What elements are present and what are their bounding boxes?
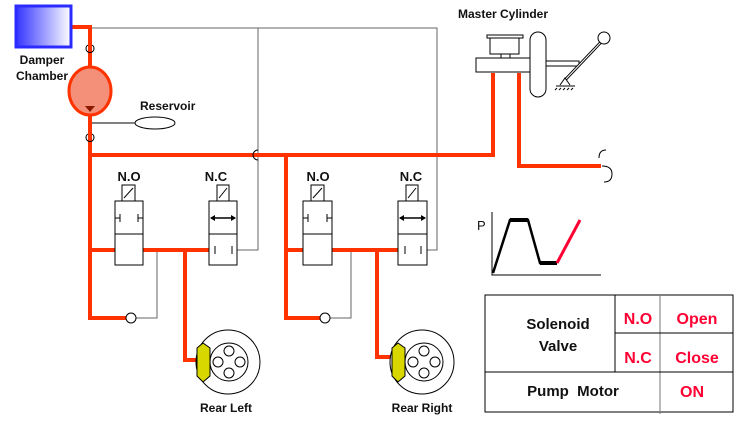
- check-valve-icon: [85, 44, 613, 324]
- rear-right-label: Rear Right: [392, 401, 453, 415]
- return-lines: [90, 27, 438, 319]
- nc-state: Close: [675, 350, 719, 367]
- nc-label: N.C: [624, 350, 652, 367]
- damper-label-2: Chamber: [16, 69, 68, 83]
- valve-left-no: [114, 184, 144, 266]
- master-cylinder-label: Master Cylinder: [458, 7, 548, 21]
- reservoir: [134, 116, 176, 130]
- rear-left-label: Rear Left: [200, 401, 252, 415]
- pump: [67, 65, 113, 117]
- solenoid-label-1: Solenoid: [526, 316, 589, 333]
- valve-right-no: [302, 184, 333, 266]
- damper-chamber: [14, 4, 73, 49]
- valve-left-nc-label: N.C: [205, 169, 228, 184]
- solenoid-label-2: Valve: [539, 338, 577, 355]
- status-table: [484, 294, 734, 414]
- pump-motor-label: Pump Motor: [527, 383, 619, 400]
- damper-label-1: Damper: [20, 53, 65, 67]
- valve-left-nc: [208, 184, 238, 266]
- valve-right-nc: [397, 184, 428, 266]
- reservoir-label: Reservoir: [140, 99, 196, 113]
- pressure-axis-label: P: [477, 218, 486, 233]
- no-state: Open: [677, 311, 718, 328]
- valve-right-nc-label: N.C: [400, 169, 423, 184]
- valve-right-no-label: N.O: [306, 169, 329, 184]
- brake-pipes: [71, 25, 601, 362]
- no-label: N.O: [624, 311, 652, 328]
- rear-right-wheel: [389, 329, 455, 395]
- valve-left-no-label: N.O: [117, 169, 140, 184]
- pressure-graph: [491, 212, 601, 276]
- master-cylinder: [475, 31, 611, 98]
- rear-left-wheel: [195, 329, 261, 395]
- pump-motor-state: ON: [680, 384, 704, 401]
